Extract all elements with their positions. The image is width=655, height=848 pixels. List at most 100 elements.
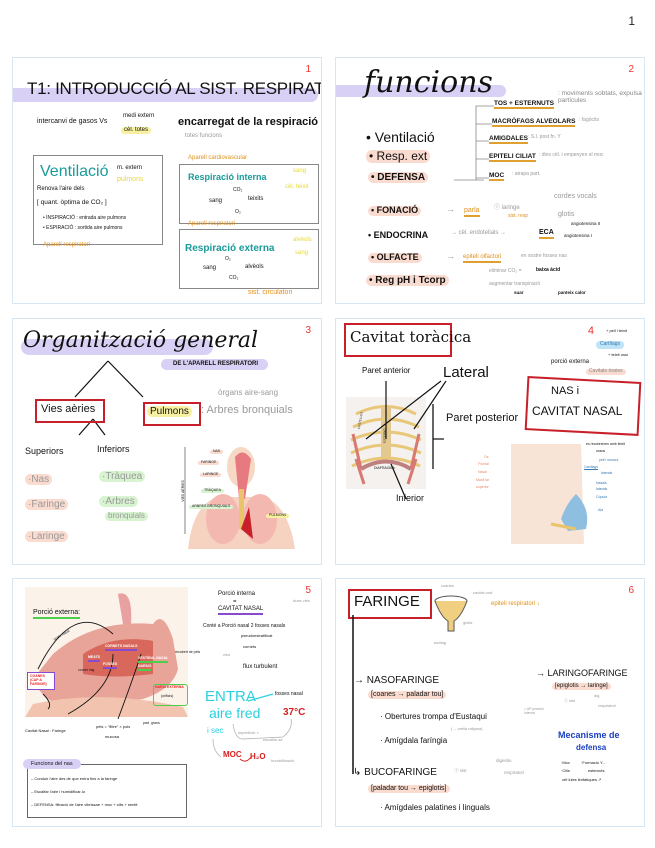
nose-label-maxillar: Maxil·lar [476, 478, 490, 482]
quant-text: [ quant. òptima de CO₂ ] [37, 199, 107, 206]
label-mucosa: mucosa [105, 734, 120, 739]
function-resp-ext: • Resp. ext [366, 149, 431, 164]
fonacio-parla: parla [464, 207, 480, 217]
item-bronquials: bronquials [105, 511, 148, 521]
function-endocrina: • ENDOCRINA [368, 230, 429, 240]
defensa-tos: TOS + ESTERNUTS [494, 100, 555, 110]
reg-panteix: panteix calor [558, 290, 586, 295]
defensa-epiteli-note: : dins cèl. i empenyen el moc [539, 152, 604, 158]
defensa-macrofags-note: : fagòcits [579, 117, 600, 123]
cartilags-pill: Cartílags [596, 341, 625, 349]
cavitat-oral-note: cavitat oral [473, 590, 493, 595]
pseudo-text: pseudoestratificat [241, 633, 273, 638]
cycle-sang-2: sang [203, 265, 217, 271]
nas-label: NAS i [551, 385, 580, 397]
slide-1: 1 T1: INTRODUCCIÓ AL SIST. RESPIRATORI i… [12, 57, 322, 304]
funcio-defensa: – DEFENSA: filtració de l'aire vibrissae… [31, 802, 138, 807]
laringofaringe-sist-note: ⓛ sist [564, 698, 576, 703]
humidificacio-note: humidificació [271, 758, 295, 763]
nose-label-ala: Ala [598, 508, 604, 512]
equals-sign: = [233, 599, 237, 605]
olfacte-epiteli: epiteli olfactori [463, 254, 502, 263]
cycle-sang: sang [209, 198, 223, 204]
nose-label-frontal: Frontal [478, 462, 489, 466]
slide-title: funcions [364, 65, 493, 100]
slide-title: FARINGE [354, 593, 420, 610]
escalfar-note: escalfar-se [263, 737, 283, 742]
arbres-bronquials: : Arbres bronquials [201, 404, 293, 416]
fig-label-vies: VIES AÈRIES [180, 480, 185, 502]
respiracio-interna-box [179, 164, 319, 224]
porcio-externa: porció externa [551, 359, 590, 365]
label-meats: MEATS [88, 655, 100, 662]
function-defensa: • DEFENSA [368, 172, 429, 183]
slide-4: 4 Cavitat toràcica Paret anterior Latera… [335, 318, 645, 565]
cel-teixit-label: cèl. teixit [285, 184, 309, 190]
respiracio-externa-title: Respiració externa [185, 243, 275, 254]
defensa-epiteli: EPITELI CILIAT [489, 153, 536, 163]
ventilacio-title: Ventilació [40, 163, 109, 180]
cel-totes: cèl. totes [121, 127, 152, 134]
organs-aire-sang: òrgans aire-sang [218, 388, 279, 397]
aparell-respiratori-label: Aparell respiratori [43, 242, 91, 248]
mec-formacio: ·Formació Y... [581, 760, 606, 765]
slide-number: 2 [628, 64, 634, 75]
function-fonacio: • FONACIÓ [368, 205, 422, 216]
faringe-funnel-icon [352, 595, 468, 774]
pulmons-box [143, 402, 201, 426]
pressio-note: = AP pressió interna [524, 707, 544, 715]
label-cornets: CORNETS NASALS [105, 644, 138, 651]
cycle-alveols: alvèols [245, 264, 264, 270]
fig-label-pulmons: PULMONS [266, 513, 290, 518]
laringofaringe-resp: respiratori [598, 703, 616, 708]
renova-text: Renova l'aire dels [37, 186, 85, 192]
title-highlight [336, 85, 506, 97]
defensa-moc: MOC [489, 172, 505, 182]
cavitats-ossies-pill: Cavitats òssies [586, 368, 626, 375]
function-reg-ph: • Reg pH i Tcorp [366, 275, 449, 286]
h2o-label: H₂O [250, 752, 266, 761]
endocrina-eca: ECA [539, 229, 554, 239]
bucofaringe-range: [paladar tou → epiglotis] [368, 785, 450, 793]
title-box [348, 589, 432, 619]
ribcage-figure [346, 380, 447, 500]
bucofaringe-label: ↳ BUCOFARINGE [353, 767, 437, 778]
tree-arrows [74, 360, 144, 436]
cycle-o2: O₂ [235, 209, 241, 215]
porcio-interna-label: Porció interna [218, 591, 256, 597]
encarregat-text: encarregat de la respiració [178, 116, 319, 128]
mec-moc: ·Moc [561, 760, 570, 765]
flow-arrows [212, 693, 292, 762]
nose-label-nasals: Nasals [596, 481, 607, 485]
bucofaringe-sist-note: ⓛ sist [454, 768, 467, 773]
defensa-tos-note: : moviments sobtats, expulsa partícules [558, 90, 642, 104]
entra-label: ENTRA [205, 688, 256, 705]
obertures-trompa: · Obertures trompa d'Eustaqui [380, 712, 487, 721]
cavitat-nasal-label: CAVITAT NASAL [532, 404, 623, 418]
funcio-escalfar: – Escalfar l'aire i humidificar-lo [31, 789, 86, 794]
label-pels: pèls = "filtre" × pols [96, 724, 131, 729]
title-highlight [13, 88, 318, 102]
nasofaringe-range: [coanes → paladar tou] [368, 691, 447, 699]
defensa-moc-note: : atrapa part. [512, 171, 541, 177]
paret-posterior: Paret posterior [446, 412, 519, 424]
orella-mitjana: (→ orella mitjana) [451, 726, 483, 731]
item-nas: ·Nas [25, 474, 53, 485]
pulmons-label: pulmons [117, 176, 144, 183]
sist-circulatori-label: sist. circulatori [248, 289, 293, 296]
alveols-label: alvèols [293, 237, 312, 243]
cycle-co2-2: CO₂ [229, 275, 239, 281]
fonacio-arrow: → [446, 204, 455, 214]
label-recobert: recobert de pèls [175, 650, 201, 654]
fonacio-laringe: ⓛ laringe [494, 205, 520, 211]
label-narius: NARIUS [138, 664, 152, 671]
m-extern: m. extern [117, 165, 143, 171]
cavitat-nasal-label: CAVITAT NASAL [218, 606, 264, 615]
i-sec-label: i sec [207, 726, 224, 735]
superficie-note: superfície × [238, 730, 259, 735]
nasal-cavity-figure [25, 587, 188, 720]
intercanvi-text: intercanvi de gasos Vs [37, 118, 108, 125]
slide-number: 4 [587, 325, 594, 337]
glotis-note: glotis [463, 620, 473, 625]
endocrina-ang2: angiotensina II [571, 221, 601, 226]
